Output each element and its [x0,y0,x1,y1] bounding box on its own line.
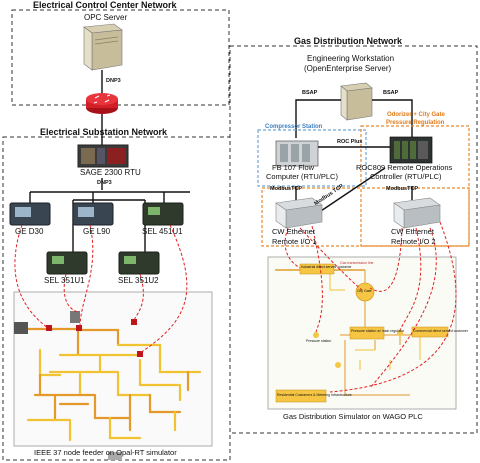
modbus-left-label: ModbusTCP [270,186,303,192]
roc-plus-label: ROC Plus [337,139,363,145]
pressure-node-icon [397,330,403,336]
opc-server-icon [83,23,123,71]
roc809-label-line2: Controller (RTU/PLC) [370,172,442,181]
relay-ge-l90-label: GE L90 [83,227,111,236]
router-icon [86,93,118,114]
pressure-station-box [349,326,385,340]
opal-rt-simulator-panel [13,291,213,447]
odorizer-label-line1: Odorizer + City Gate [387,112,445,118]
wago-simulator-label: Gas Distribution Simulator on WAGO PLC [283,412,423,421]
sim-commercial-label: Commercial direct served customer [413,329,469,333]
compressor-station-label: Compressor Station [265,124,323,130]
compressor-station-box [257,129,367,187]
bsap-right-label: BSAP [383,90,399,96]
relay-sel-351u2-icon [118,251,160,275]
pressure-node-icon [313,332,319,338]
relay-ge-l90-icon [72,202,114,226]
electrical-control-region [11,9,230,106]
sage-rtu-label: SAGE 2300 RTU [80,168,141,177]
cw-ethernet-remote-io-1-icon [275,197,323,229]
odorizer-label-line2: Pressure Regulation [386,120,445,126]
gas-distribution-region [229,45,478,434]
ieee37-feeder-graph [20,327,202,442]
relay-serial-links [14,224,188,354]
feeder-end-icon [108,452,122,460]
opal-rt-simulator-label: IEEE 37 node feeder on Opal-RT simulator [34,448,177,457]
sim-residential-label: Residential Customers & Metering Infrast… [277,393,352,397]
feeder-breaker-icon [137,351,143,357]
sim-industrial-label: Industrial direct served customer [301,265,352,269]
relay-sel-351u1-icon [46,251,88,275]
substation-title: Electrical Substation Network [40,127,168,137]
roc809-device-icon [389,136,433,164]
dnp3-top-label: DNP3 [106,78,121,84]
workstation-label-line1: Engineering Workstation [307,54,395,63]
feeder-regulator-icon [70,311,80,323]
sim-pressure-left-label: Pressure station [306,339,332,343]
industrial-customer-box [299,263,335,275]
roc809-label-line1: ROC809 Remote Operations [356,163,453,172]
odorizer-box [360,125,470,247]
city-gate-icon [355,282,375,302]
cw-ethernet-remote-io-2-icon [393,197,441,229]
sim-transmission-label: Gas transmission line [340,261,374,265]
relay-sel-351u1-label: SEL 351U1 [44,276,85,285]
relay-ge-d30-label: GE D30 [15,227,44,236]
dnp3-substation-label: DNP3 [97,180,112,186]
sim-pressure-mid-label: Pressure station w/ main regulator [351,329,405,333]
feeder-source-icon [14,322,28,334]
fb107-label-line2: Computer (RTU/PLC) [266,172,338,181]
opc-server-label: OPC Server [84,13,128,22]
fb107-label-line1: FB 107 Flow [272,163,315,172]
io1-label-line1: CW Ethernet [272,227,315,236]
io-serial-links [284,221,457,393]
feeder-breaker-icon [46,325,52,331]
sage-rtu-icon [77,144,129,168]
relay-sel-451u1-icon [142,202,184,226]
relay-ge-d30-icon [9,202,51,226]
sim-city-gate-label: City Gate [357,289,372,293]
io2-label-line2: Remote I/O 2 [391,237,436,246]
bsap-left-label: BSAP [302,90,318,96]
feeder-breaker-icon [76,325,82,331]
io2-label-line1: CW Ethernet [391,227,434,236]
relay-sel-451u1-label: SEL 451U1 [142,227,183,236]
pressure-node-icon [335,362,341,368]
residential-customers-box [275,389,327,403]
gas-network-title: Gas Distribution Network [294,36,403,46]
workstation-label-line2: (OpenEnterprise Server) [304,64,392,73]
electrical-control-title: Electrical Control Center Network [33,0,177,10]
fb107-device-icon [275,140,319,167]
remote-io-box [261,187,470,247]
modbus-right-label: ModbusTCP [386,186,419,192]
feeder-breaker-icon [131,319,137,325]
relay-sel-351u2-label: SEL 351U2 [118,276,159,285]
io1-label-line2: Remote I/O 1 [272,237,317,246]
engineering-workstation-icon [340,82,373,121]
